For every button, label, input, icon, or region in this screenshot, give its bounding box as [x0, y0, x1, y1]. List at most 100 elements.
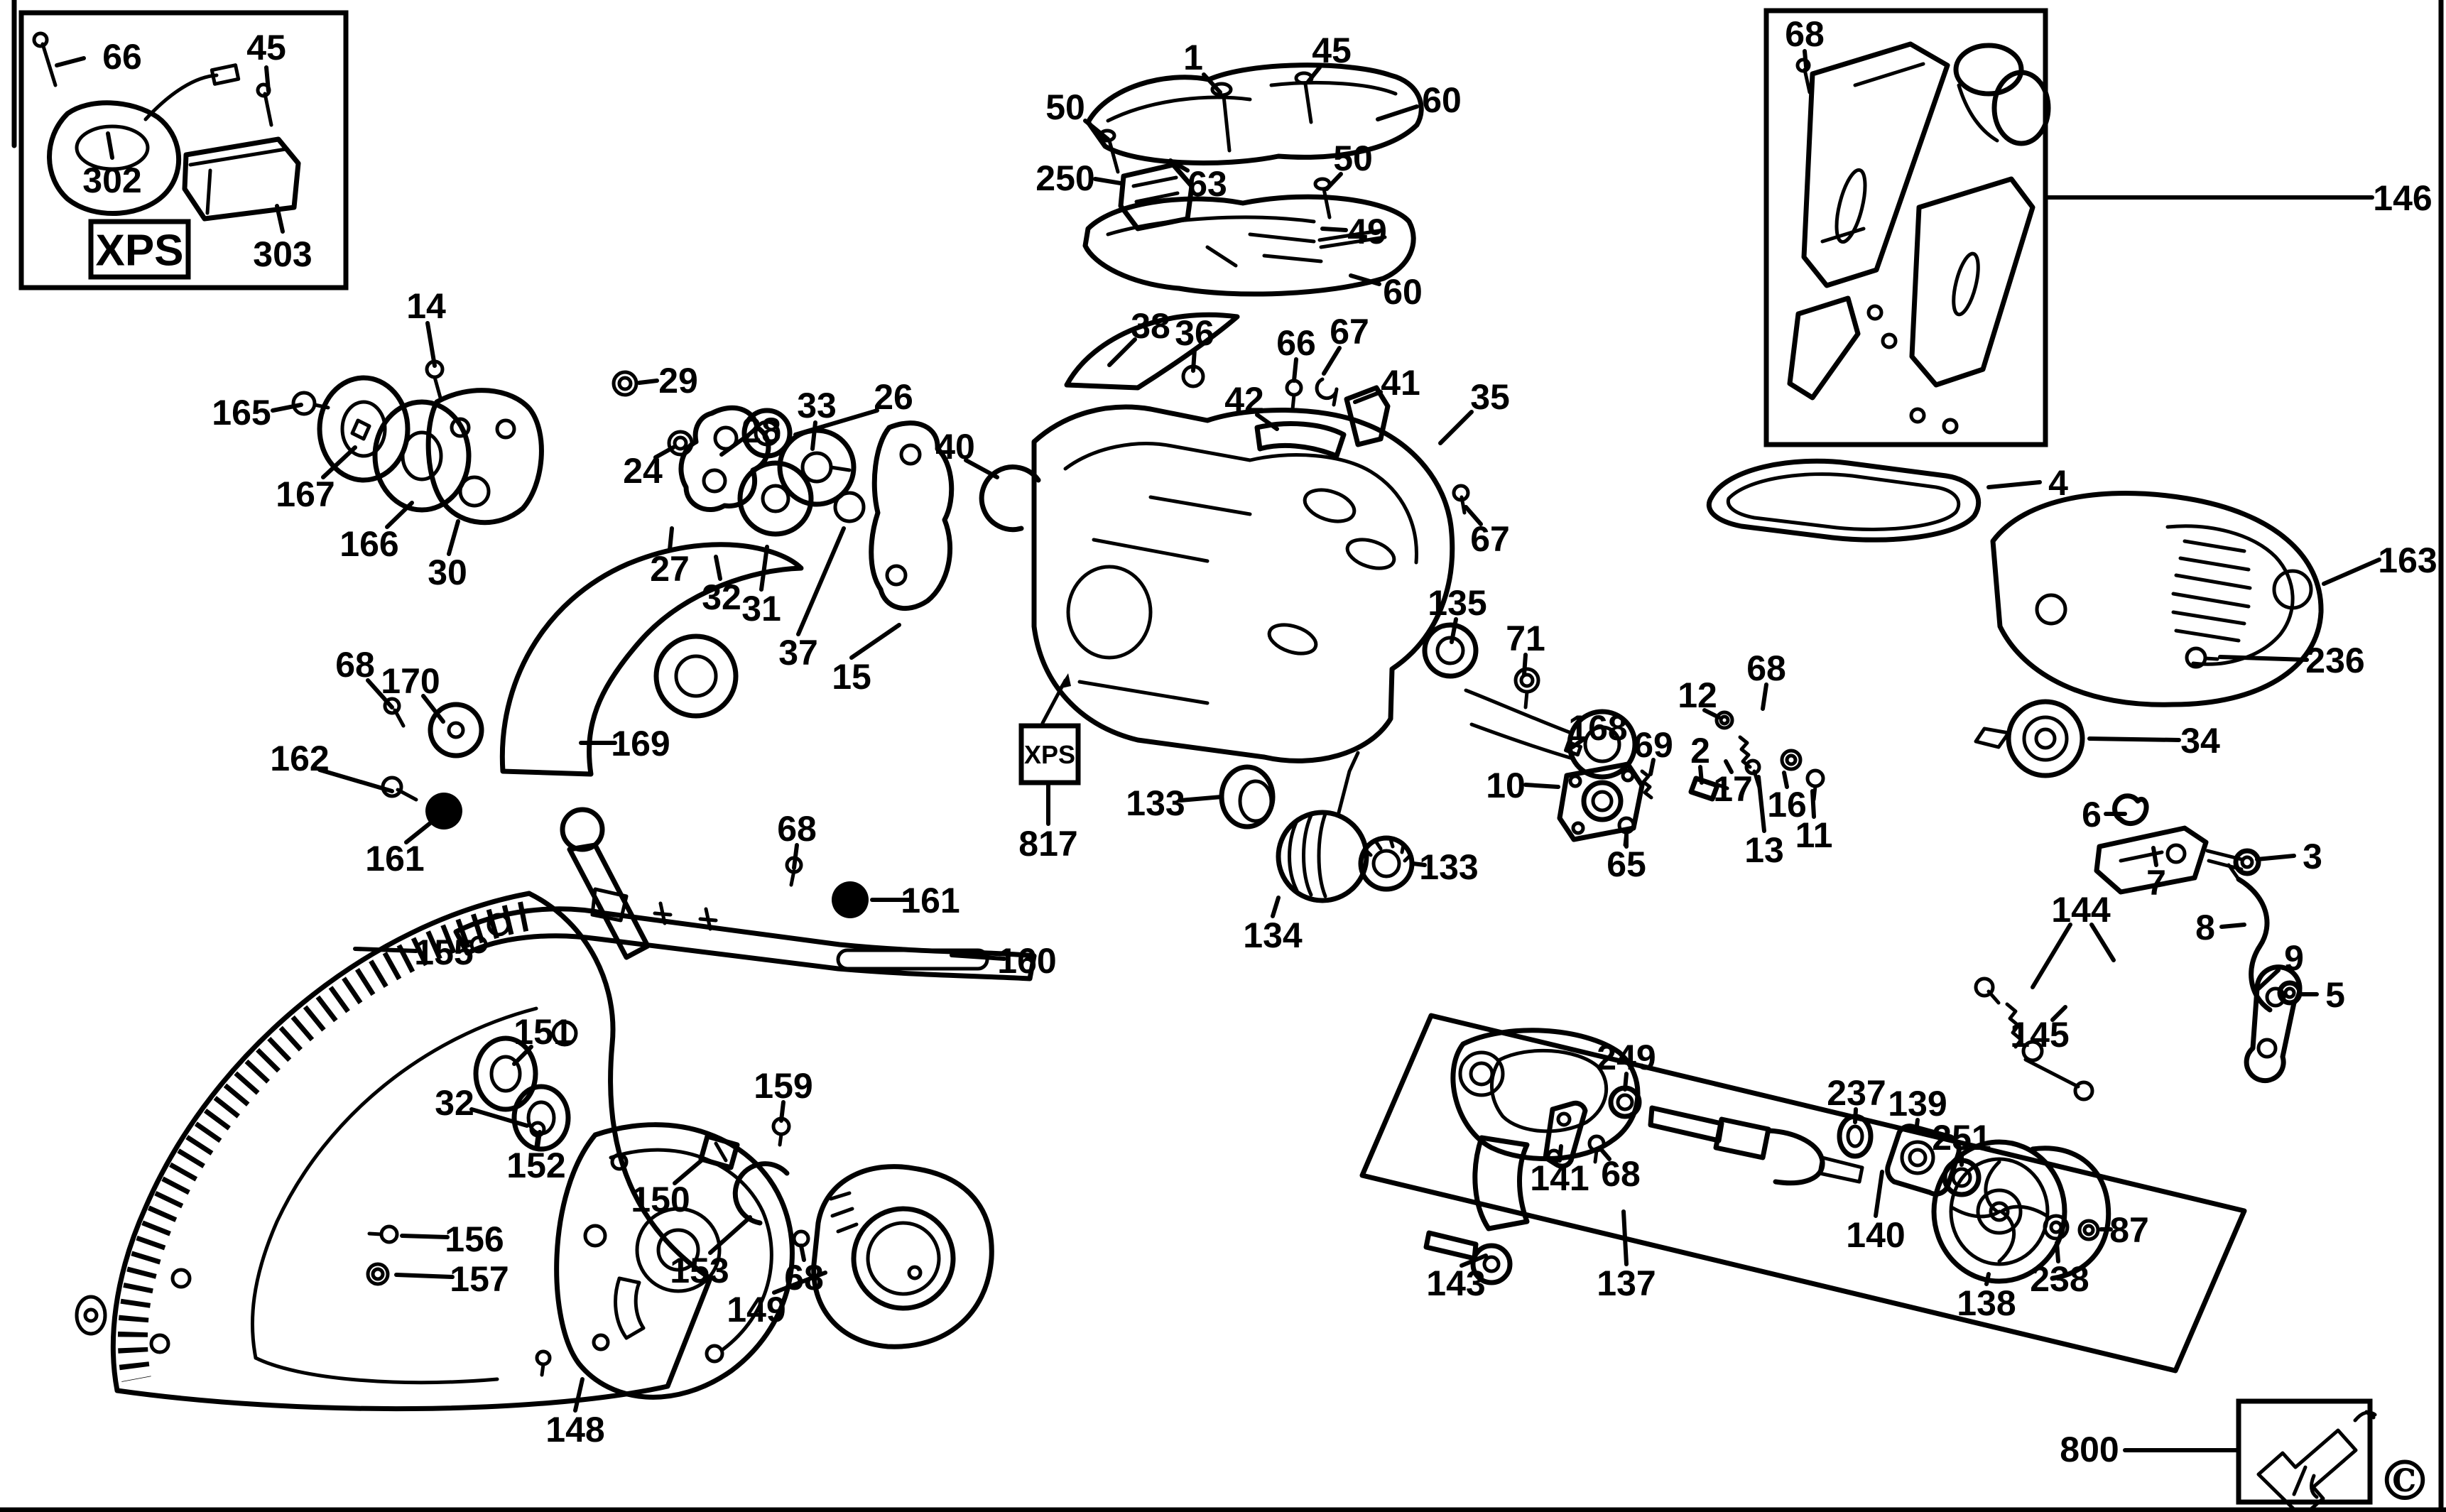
dust-duct-sketch — [1787, 41, 2051, 435]
part-number-label-42: 42 — [1224, 380, 1264, 420]
part-number-label-3: 3 — [2303, 837, 2322, 876]
part-number-label-250: 250 — [1036, 158, 1094, 198]
part-number-label-2: 2 — [1690, 731, 1710, 771]
part-number-label-237: 237 — [1827, 1073, 1886, 1113]
part-number-label-68: 68 — [1746, 648, 1786, 688]
part-number-label-66: 66 — [1276, 323, 1316, 363]
part-number-label-149: 149 — [727, 1290, 786, 1329]
part-number-label-63: 63 — [1187, 164, 1227, 204]
part-number-label-40: 40 — [935, 427, 975, 467]
leader-line-60 — [1349, 273, 1381, 286]
leader-line-35 — [1438, 410, 1474, 445]
leader-line-302 — [106, 131, 114, 160]
part-number-label-160: 160 — [997, 941, 1056, 981]
part-number-label-303: 303 — [253, 234, 312, 274]
leader-line-161 — [404, 817, 437, 844]
copyright-mark: © — [2377, 1449, 2433, 1512]
leader-line-38 — [1107, 337, 1137, 367]
part-number-label-145: 145 — [2010, 1015, 2069, 1055]
leader-line-13 — [1756, 775, 1766, 833]
part-number-label-152: 152 — [506, 1146, 565, 1185]
leader-line-40 — [964, 458, 999, 479]
leader-line-151 — [512, 1045, 533, 1066]
xps-light-sketch — [32, 31, 301, 222]
leader-line-153 — [708, 1215, 752, 1255]
leader-line-8 — [2219, 923, 2246, 929]
leader-line-155 — [353, 947, 418, 953]
leader-line-133 — [1178, 795, 1224, 803]
leader-line-30 — [447, 519, 460, 556]
part-number-label-6: 6 — [2082, 795, 2102, 834]
leader-line-45 — [1306, 65, 1322, 84]
leader-line-168 — [1570, 738, 1585, 749]
part-number-label-238: 238 — [2030, 1259, 2089, 1299]
leader-line-45 — [264, 65, 271, 93]
leader-line-16 — [1782, 771, 1789, 789]
part-number-label-144: 144 — [2051, 890, 2111, 930]
part-number-label-68: 68 — [1785, 14, 1825, 54]
leader-line-32 — [469, 1107, 529, 1128]
part-number-label-13: 13 — [1744, 830, 1784, 870]
part-number-label-251: 251 — [1932, 1118, 1991, 1158]
leader-line-42 — [1255, 413, 1279, 431]
part-number-label-135: 135 — [1428, 583, 1486, 623]
leader-line-236 — [2218, 655, 2309, 662]
leader-line-68 — [792, 843, 799, 870]
belt-cover-sketch — [1706, 458, 2324, 778]
leader-line-50 — [1325, 172, 1343, 191]
leader-line-49 — [1320, 227, 1348, 232]
part-number-label-26: 26 — [874, 377, 913, 417]
leader-line-71 — [1522, 653, 1528, 677]
part-number-label-33: 33 — [797, 386, 837, 425]
part-number-label-41: 41 — [1381, 363, 1420, 403]
part-number-label-30: 30 — [428, 553, 467, 592]
part-number-label-32: 32 — [435, 1083, 474, 1123]
part-number-label-27: 27 — [650, 549, 690, 589]
part-number-label-66: 66 — [102, 37, 142, 77]
part-number-label-37: 37 — [778, 633, 818, 673]
leader-line-31 — [759, 545, 769, 592]
part-number-label-8: 8 — [2195, 908, 2215, 947]
part-number-label-151: 151 — [513, 1012, 572, 1052]
part-number-label-14: 14 — [406, 286, 446, 326]
part-number-label-153: 153 — [670, 1251, 729, 1290]
leader-line-10 — [1523, 783, 1560, 789]
part-number-label-4: 4 — [2048, 463, 2068, 503]
part-number-label-162: 162 — [270, 739, 329, 778]
leader-line-68 — [1761, 682, 1768, 711]
part-number-label-35: 35 — [1470, 377, 1510, 417]
part-number-label-71: 71 — [1506, 619, 1545, 658]
part-number-label-24: 24 — [623, 451, 663, 491]
part-number-label-169: 169 — [611, 724, 670, 763]
leader-line-9 — [2256, 968, 2281, 991]
leader-line-63 — [1168, 158, 1190, 173]
part-number-label-167: 167 — [276, 474, 335, 514]
part-number-label-34: 34 — [2180, 721, 2220, 761]
arm-guard-sketch — [381, 542, 1037, 981]
leader-line-37 — [796, 526, 846, 636]
leader-line-135 — [1450, 617, 1458, 644]
part-number-label-50: 50 — [1045, 87, 1085, 127]
part-number-label-68: 68 — [1601, 1154, 1641, 1194]
leader-line-159 — [779, 1100, 786, 1123]
part-number-label-137: 137 — [1597, 1263, 1656, 1303]
leader-line-165 — [271, 403, 303, 413]
leader-line-41 — [1353, 390, 1383, 404]
leader-line-137 — [1621, 1209, 1629, 1266]
leader-line-303 — [275, 204, 285, 234]
lower-guard-sketch — [473, 1035, 994, 1400]
part-number-label-161: 161 — [365, 839, 424, 879]
xps-badge-label: XPS — [1024, 740, 1075, 769]
part-number-label-69: 69 — [1634, 725, 1673, 765]
part-number-label-17: 17 — [1713, 769, 1753, 809]
leader-line-3 — [2255, 854, 2296, 861]
leader-line-238 — [2055, 1241, 2060, 1263]
part-number-label-45: 45 — [1312, 31, 1352, 70]
leader-line-145 — [2050, 1005, 2067, 1022]
xps-callout-arrow — [1040, 673, 1071, 725]
part-number-label-16: 16 — [1767, 785, 1807, 825]
part-number-label-157: 157 — [450, 1259, 509, 1299]
part-number-label-139: 139 — [1888, 1084, 1947, 1124]
part-number-label-166: 166 — [339, 524, 398, 564]
